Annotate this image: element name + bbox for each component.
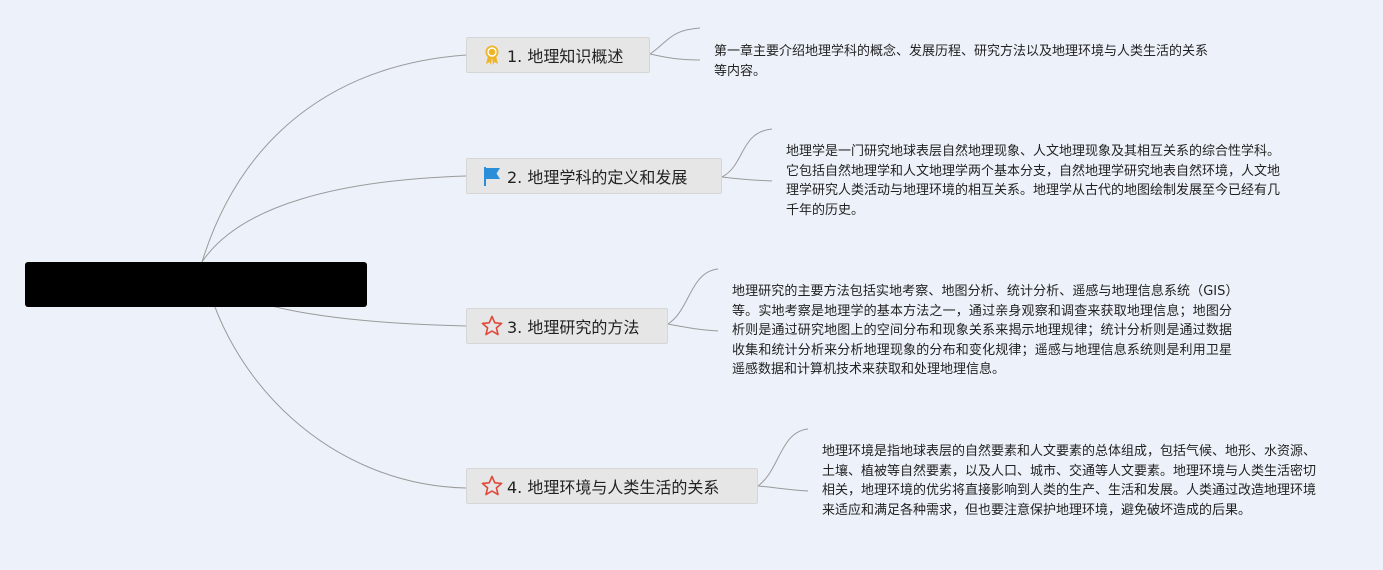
award-ribbon-icon xyxy=(481,44,503,66)
connector-t2-note xyxy=(721,128,773,182)
topic-4-label: 4. 地理环境与人类生活的关系 xyxy=(507,478,720,497)
red-star-outline-icon xyxy=(481,315,503,337)
connector-root-t4 xyxy=(201,261,467,489)
root-topic[interactable] xyxy=(25,262,367,307)
connector-root-t2 xyxy=(201,175,467,263)
topic-4-note: 地理环境是指地球表层的自然要素和人文要素的总体组成，包括气候、地形、水资源、土壤… xyxy=(822,444,1317,518)
connector-root-t1 xyxy=(201,54,467,263)
blue-flag-icon xyxy=(481,165,503,187)
topic-4-environment[interactable]: 4. 地理环境与人类生活的关系 xyxy=(466,468,758,504)
topic-3-label: 3. 地理研究的方法 xyxy=(507,318,640,337)
topic-3-note: 地理研究的主要方法包括实地考察、地图分析、统计分析、遥感与地理信息系统（GIS）… xyxy=(732,284,1232,377)
topic-2-label: 2. 地理学科的定义和发展 xyxy=(507,168,688,187)
topic-1-note: 第一章主要介绍地理学科的概念、发展历程、研究方法以及地理环境与人类生活的关系等内… xyxy=(714,44,1209,79)
topic-1-overview[interactable]: 1. 地理知识概述 xyxy=(466,37,650,73)
connector-t4-note xyxy=(757,428,809,492)
red-star-outline-icon xyxy=(481,475,503,497)
connector-t1-note xyxy=(649,27,701,61)
topic-2-note: 地理学是一门研究地球表层自然地理现象、人文地理现象及其相互关系的综合性学科。它包… xyxy=(786,144,1281,218)
connector-t3-note xyxy=(667,268,719,332)
topic-1-label: 1. 地理知识概述 xyxy=(507,47,624,66)
topic-2-definition[interactable]: 2. 地理学科的定义和发展 xyxy=(466,158,722,194)
topic-3-methods[interactable]: 3. 地理研究的方法 xyxy=(466,308,668,344)
